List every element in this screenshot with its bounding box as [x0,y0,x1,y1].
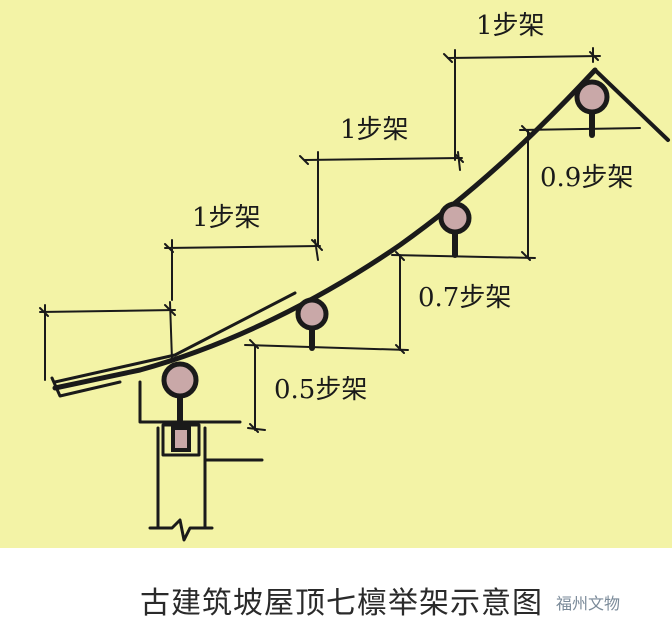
purlin-low [295,297,329,331]
purlin-eave [161,361,199,399]
label-rise-top: 0.9步架 [540,163,633,193]
caption-area [0,548,672,629]
label-upper-span: 1步架 [340,115,409,145]
eave-tip [50,376,122,398]
dim-arrows [39,51,599,433]
label-rise-mid: 0.7步架 [418,283,511,313]
rise-line-mid [391,254,536,351]
purlin-mid [438,201,472,235]
eave-bracket [138,380,242,424]
label-rise-low: 0.5步架 [274,375,367,405]
column-tenon [171,426,191,452]
ridge-right-slope [593,68,670,142]
diagram-caption: 古建筑坡屋顶七檩举架示意图 [140,586,543,621]
dim-line-span-2 [304,151,463,246]
watermark-text: 福州文物 [556,594,621,613]
column-right-edge [203,426,264,530]
eave-board-line [53,291,297,384]
roof-slope-line [52,67,598,391]
rise-line-low [244,344,409,431]
rise-line-top [519,127,641,259]
column-base [148,518,214,542]
label-top-span: 1步架 [476,11,545,41]
purlin-ridge [574,79,610,115]
paper-background [0,0,672,548]
label-middle-span: 1步架 [192,203,261,233]
